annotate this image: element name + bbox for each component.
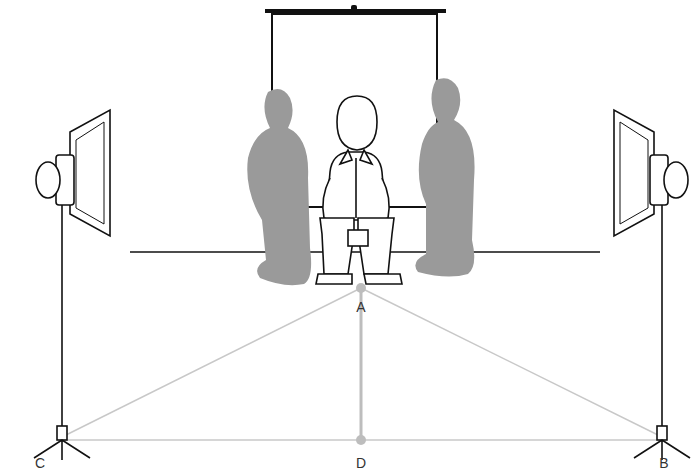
point-label: A [356, 300, 365, 314]
softbox-light [614, 110, 690, 460]
point-label: D [356, 456, 366, 470]
point-a [356, 283, 366, 293]
shadows [247, 78, 474, 285]
seated-person [316, 96, 402, 284]
point-label: B [659, 456, 668, 470]
point-label: C [35, 456, 45, 470]
point-d [356, 435, 366, 445]
softbox-light [34, 110, 110, 460]
guide-lines [64, 288, 660, 440]
